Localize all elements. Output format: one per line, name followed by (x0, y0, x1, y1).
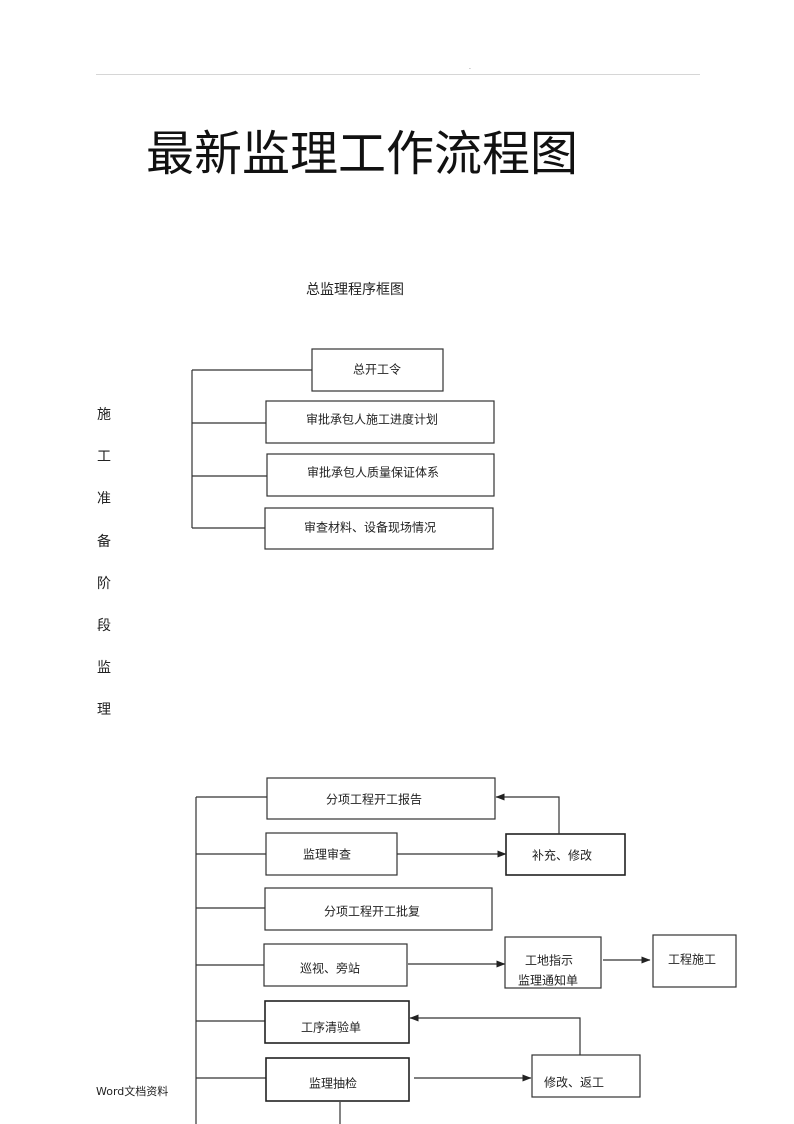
box-construction-label: 工程施工 (668, 952, 716, 967)
side-label-char: 段 (97, 618, 111, 634)
box-patrol-sidestation-label: 巡视、旁站 (300, 961, 360, 976)
side-label-char: 施 (97, 407, 111, 423)
box-supervision-review (265, 832, 398, 876)
box-spot-check (265, 1057, 410, 1102)
box-subproject-report (266, 777, 496, 820)
side-label-char: 备 (97, 534, 111, 550)
box-site-instruction (504, 936, 602, 989)
flow-preparation: 总开工令 审批承包人施工进度计划 审批承包人质量保证体系 审查材料、设备现场情况 (191, 348, 495, 550)
box-inspection-sheet (264, 1000, 410, 1044)
footer-label: Word文档资料 (96, 1085, 169, 1098)
box-schedule-approval (265, 400, 495, 444)
side-label-char: 阶 (97, 576, 111, 592)
box-revise-rework (531, 1054, 641, 1098)
box-construction (652, 934, 737, 988)
box-subproject-approval (264, 887, 493, 931)
flow-construction: 分项工程开工报告 监理审查 补充、修改 分项工程开工批复 巡视、旁站 工地指示 … (195, 777, 737, 1124)
side-label-char: 准 (97, 491, 111, 507)
document-title: 最新监理工作流程图 (146, 126, 579, 182)
side-label-char: 监 (97, 660, 111, 676)
box-schedule-approval-label: 审批承包人施工进度计划 (306, 412, 438, 427)
arrow-supplement-to-report (495, 793, 560, 834)
box-start-order-label: 总开工令 (353, 362, 401, 377)
box-subproject-report-label: 分项工程开工报告 (326, 792, 422, 807)
box-supplement-revise-label: 补充、修改 (532, 848, 592, 863)
box-materials-check-label: 审查材料、设备现场情况 (304, 520, 436, 535)
box-quality-system (266, 453, 495, 497)
box-supervision-review-label: 监理审查 (303, 847, 351, 862)
header-rule (96, 74, 700, 75)
box-inspection-sheet-label: 工序清验单 (301, 1020, 361, 1035)
section-title: 总监理程序框图 (306, 282, 404, 298)
box-start-order (311, 348, 444, 392)
box-spot-check-label: 监理抽检 (309, 1076, 357, 1091)
box-site-instruction-label-1: 工地指示 (525, 953, 573, 968)
box-patrol-sidestation (263, 943, 408, 987)
box-quality-system-label: 审批承包人质量保证体系 (307, 465, 439, 480)
header-mark: . (469, 64, 471, 71)
box-revise-rework-label: 修改、返工 (544, 1075, 604, 1090)
box-supplement-revise (505, 833, 626, 876)
box-materials-check (264, 507, 494, 550)
side-label-char: 工 (97, 449, 111, 465)
side-label-char: 理 (97, 702, 111, 718)
box-site-instruction-label-2: 监理通知单 (518, 974, 578, 988)
box-subproject-approval-label: 分项工程开工批复 (324, 904, 420, 919)
arrow-rework-to-inspection-sheet (409, 1014, 581, 1055)
